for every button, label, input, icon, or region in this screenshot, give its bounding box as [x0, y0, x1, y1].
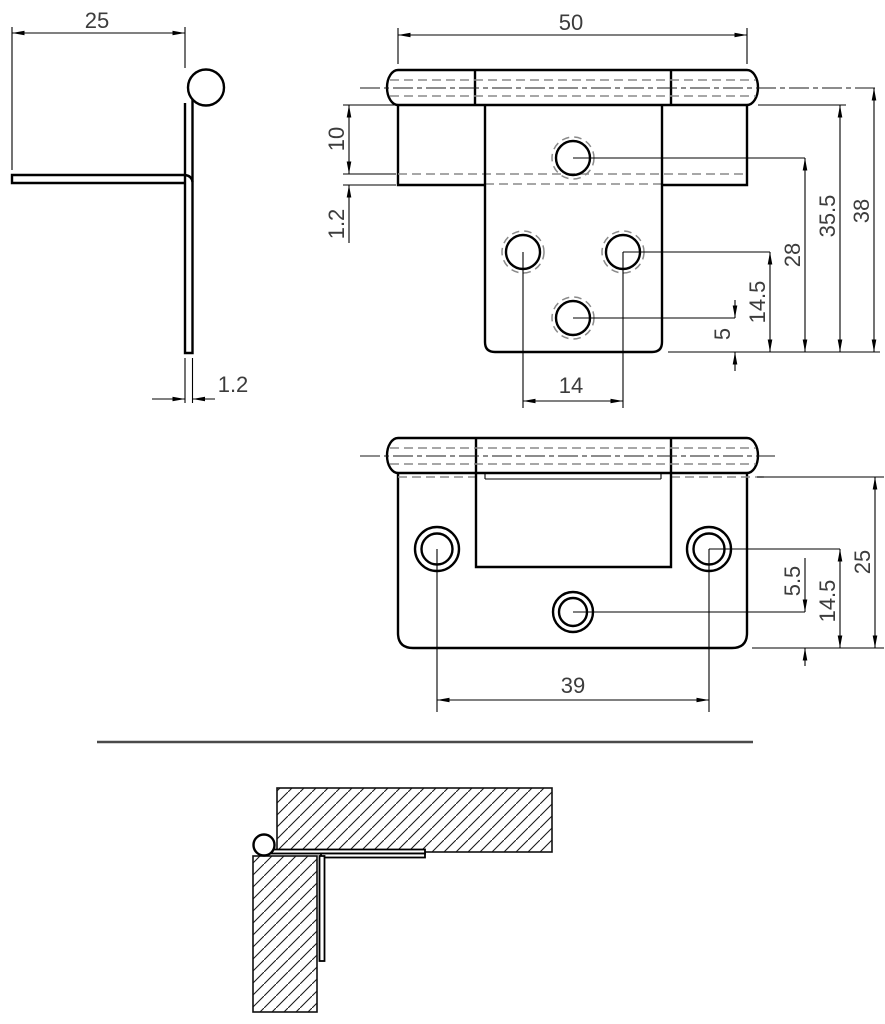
dim-plate-height: 25	[850, 477, 878, 648]
door-member-hatched	[252, 855, 318, 1013]
back-plate	[396, 473, 749, 650]
side-view: 25 1.2	[10, 8, 248, 403]
leaf-cutout	[474, 473, 673, 569]
dim-top-hole-offset: 28	[780, 158, 808, 352]
dim-label-14-5-back: 14.5	[815, 580, 840, 623]
side-leaf-left	[396, 105, 485, 187]
side-leaf-right	[662, 105, 749, 187]
hinge-leaf-vertical	[318, 855, 326, 962]
frame-member-hatched	[276, 787, 553, 853]
dim-mid-holes-offset: 14.5	[745, 252, 773, 352]
dim-label-1-2-front: 1.2	[324, 209, 349, 240]
center-plate	[483, 105, 664, 354]
dim-label-38: 38	[849, 199, 874, 223]
dim-label-39: 39	[561, 673, 585, 698]
dim-label-25-side: 25	[85, 8, 109, 33]
dim-label-5-5: 5.5	[780, 566, 805, 597]
dim-label-14: 14	[559, 373, 583, 398]
dim-label-28: 28	[780, 243, 805, 267]
knuckle-section	[186, 68, 226, 107]
back-view: 39 5.5 14.5 25	[360, 436, 884, 712]
horizontal-leaf	[10, 173, 185, 185]
dim-side-holes-offset: 14.5	[815, 549, 843, 648]
vertical-leaf	[183, 99, 194, 355]
dim-knuckle-length: 10	[324, 104, 396, 175]
dim-leaf-thickness: 1.2	[152, 358, 248, 403]
dim-bottom-hole-offset: 5	[710, 300, 738, 371]
dim-label-10: 10	[324, 127, 349, 151]
dim-leaf-height: 35.5	[815, 105, 843, 352]
dim-hole-pitch: 39	[437, 673, 709, 703]
hinge-barrel-back	[360, 436, 775, 475]
dim-label-14-5-front: 14.5	[745, 281, 770, 324]
dim-overall-width: 50	[397, 10, 748, 64]
dim-label-25-back: 25	[850, 550, 875, 574]
hinge-knuckle	[252, 833, 276, 857]
front-view: 50	[324, 10, 880, 408]
dim-label-50: 50	[559, 10, 583, 35]
dim-leaf-step: 1.2	[324, 184, 396, 243]
dim-label-1-2-side: 1.2	[218, 372, 249, 397]
leaf-fold	[184, 173, 194, 183]
hinge-leaf-lower	[320, 852, 426, 859]
dim-label-5: 5	[710, 328, 735, 340]
dim-hole-pitch-x: 14	[523, 373, 623, 404]
dim-bottom-hole-offset-back: 5.5	[780, 558, 808, 666]
screw-holes-back	[413, 525, 733, 634]
countersink-outline	[501, 230, 545, 274]
installation-view	[252, 787, 553, 1013]
dim-leaf-width: 25	[11, 8, 186, 170]
dim-overall-height: 38	[849, 88, 877, 352]
dim-label-35-5: 35.5	[815, 195, 840, 238]
hinge-barrel	[360, 68, 878, 107]
